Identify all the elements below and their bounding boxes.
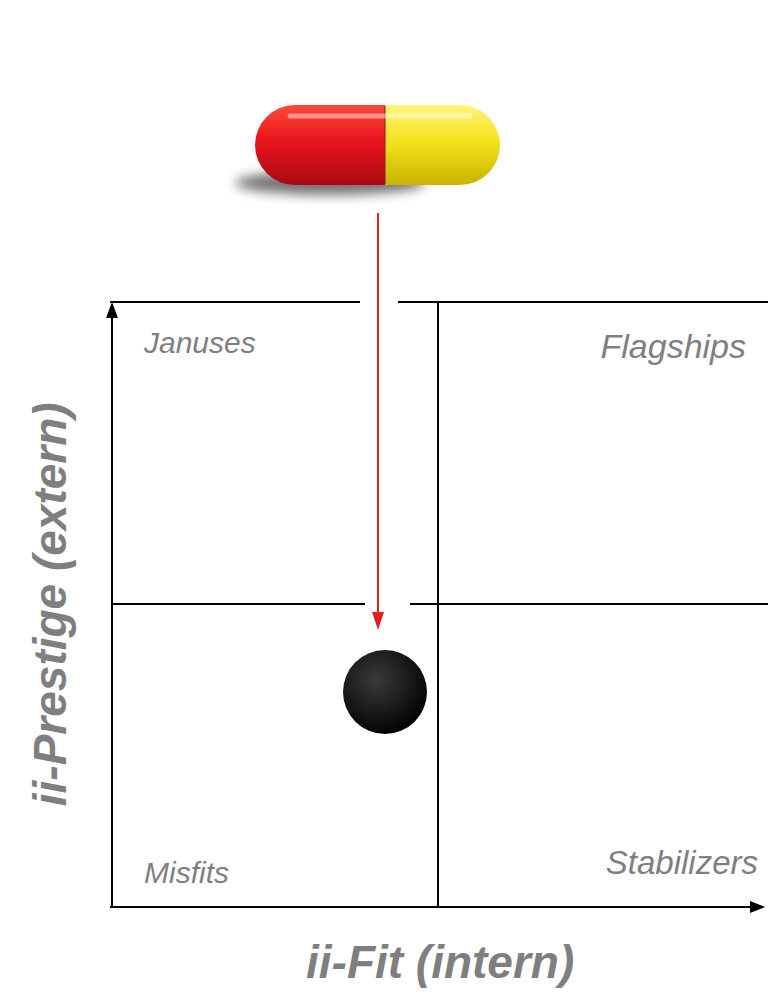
pointer-arrow <box>377 213 379 614</box>
quadrant-label: Misfits <box>144 856 229 889</box>
pointer-arrowhead <box>372 612 384 630</box>
grid-line <box>410 603 768 605</box>
x-axis-arrowhead <box>750 901 765 913</box>
grid-line <box>112 603 365 605</box>
grid-line <box>110 301 360 303</box>
quadrant-cell: Misfits <box>112 604 438 907</box>
position-dot <box>343 650 427 734</box>
pill-highlight <box>290 114 470 119</box>
grid-line <box>398 301 768 303</box>
quadrant-cell: Januses <box>112 302 438 604</box>
y-axis <box>111 316 113 907</box>
quadrant-label: Flagships <box>600 328 746 365</box>
y-axis-arrowhead <box>106 302 118 318</box>
quadrant-cell: Stabilizers <box>438 604 768 907</box>
grid-line <box>437 302 439 907</box>
photo-ground <box>150 0 610 212</box>
x-axis-title: ii-Fit (intern) <box>306 937 574 988</box>
x-axis <box>110 906 752 908</box>
quadrant-label: Januses <box>144 326 256 359</box>
quadrant-cell: Flagships <box>438 302 768 604</box>
y-axis-title: ii-Prestige (extern) <box>25 402 76 806</box>
quadrant-label: Stabilizers <box>606 845 758 881</box>
